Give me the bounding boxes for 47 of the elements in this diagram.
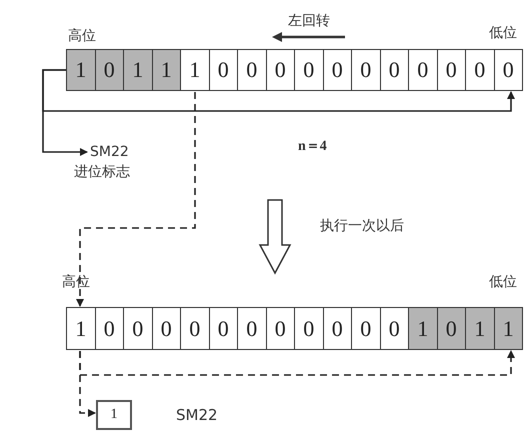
register-label: SM22 [176, 406, 218, 424]
bit-cell: 0 [380, 49, 409, 91]
bit-cell: 0 [180, 307, 210, 350]
direction-label: 左回转 [288, 12, 330, 30]
bit-cell: 0 [294, 49, 324, 91]
bit-cell: 1 [152, 49, 181, 91]
bit-cell: 0 [237, 49, 266, 91]
bit-cell: 0 [322, 307, 352, 350]
bit-cell: 1 [494, 307, 523, 350]
bit-cell: 0 [436, 307, 466, 350]
position-label: 高位 [68, 27, 96, 45]
flag-label: 进位标志 [74, 163, 130, 182]
step-label: 执行一次以后 [320, 217, 404, 235]
dashed-arrow [79, 350, 515, 376]
bit-cell: 1 [465, 307, 494, 350]
bit-cell: 0 [436, 49, 466, 91]
parameter-label: n＝4 [298, 138, 327, 155]
bit-cell: 1 [123, 49, 152, 91]
arrow [42, 69, 88, 156]
bit-box: 1 [96, 400, 132, 430]
bit-cell: 0 [208, 49, 238, 91]
bit-cell: 0 [465, 49, 494, 91]
bit-cell: 0 [266, 307, 295, 350]
bit-cell: 0 [237, 307, 266, 350]
bit-cell: 0 [408, 49, 438, 91]
position-label: 高位 [62, 273, 90, 291]
position-label: 低位 [489, 24, 517, 42]
dashed-arrow [79, 351, 96, 417]
register-label: SM22 [90, 143, 130, 162]
bit-cell: 0 [351, 307, 380, 350]
bit-cell: 0 [208, 307, 238, 350]
bit-cell: 0 [494, 49, 523, 91]
bit-cell: 0 [94, 49, 124, 91]
bit-cell: 0 [94, 307, 124, 350]
bit-cell: 0 [294, 307, 324, 350]
bit-cell: 0 [322, 49, 352, 91]
bit-cell: 0 [123, 307, 152, 350]
bit-cell: 1 [408, 307, 438, 350]
bit-cell: 0 [380, 307, 409, 350]
dashed-arrow [76, 92, 196, 307]
bit-cell: 0 [351, 49, 380, 91]
bit-cell: 0 [266, 49, 295, 91]
bit-cell: 1 [66, 307, 96, 350]
bit-cell: 0 [152, 307, 181, 350]
bit-cell: 1 [66, 49, 96, 91]
bit-cell: 1 [180, 49, 210, 91]
position-label: 低位 [489, 273, 517, 291]
